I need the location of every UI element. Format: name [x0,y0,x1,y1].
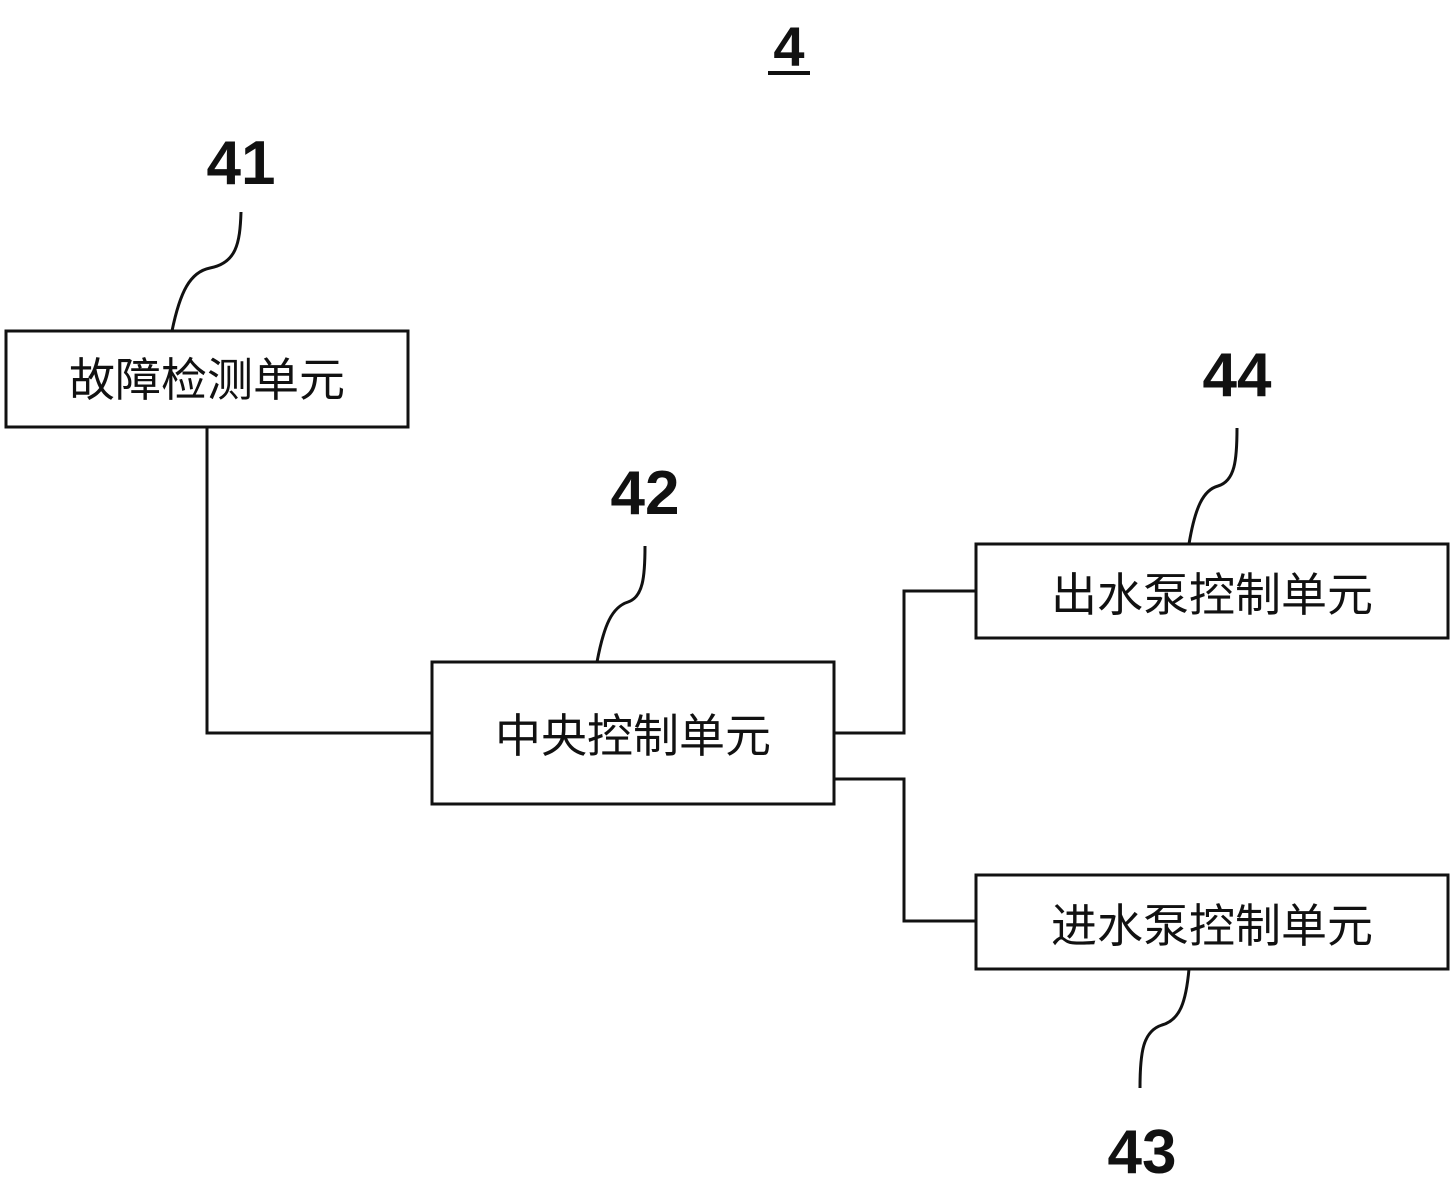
reference-numeral: 41 [207,129,276,198]
unit-label: 中央控制单元 [495,709,771,763]
unit-central-control: 中央控制单元 42 [430,459,836,806]
unit-box [974,542,1450,640]
unit-box [4,329,410,429]
unit-label: 出水泵控制单元 [1051,568,1373,622]
wire-central-to-outlet-pump [834,589,976,735]
leader-line [1138,968,1191,1089]
reference-numeral: 43 [1108,1118,1177,1184]
reference-numeral: 42 [611,459,680,528]
figure-title: 4 [773,15,804,78]
unit-box [974,873,1450,971]
unit-label: 故障检测单元 [69,353,345,407]
reference-numeral: 44 [1203,341,1272,410]
unit-outlet-pump-control: 出水泵控制单元 44 [974,341,1450,640]
unit-fault-detection: 故障检测单元 41 [4,129,410,429]
unit-label: 进水泵控制单元 [1051,899,1373,953]
leader-line [170,211,243,332]
unit-inlet-pump-control: 进水泵控制单元 43 [974,873,1450,1184]
wire-central-to-inlet-pump [834,777,976,923]
leader-line [1187,427,1239,545]
wire-fault-to-central [205,427,432,735]
unit-box [430,660,836,806]
leader-line [595,545,647,663]
